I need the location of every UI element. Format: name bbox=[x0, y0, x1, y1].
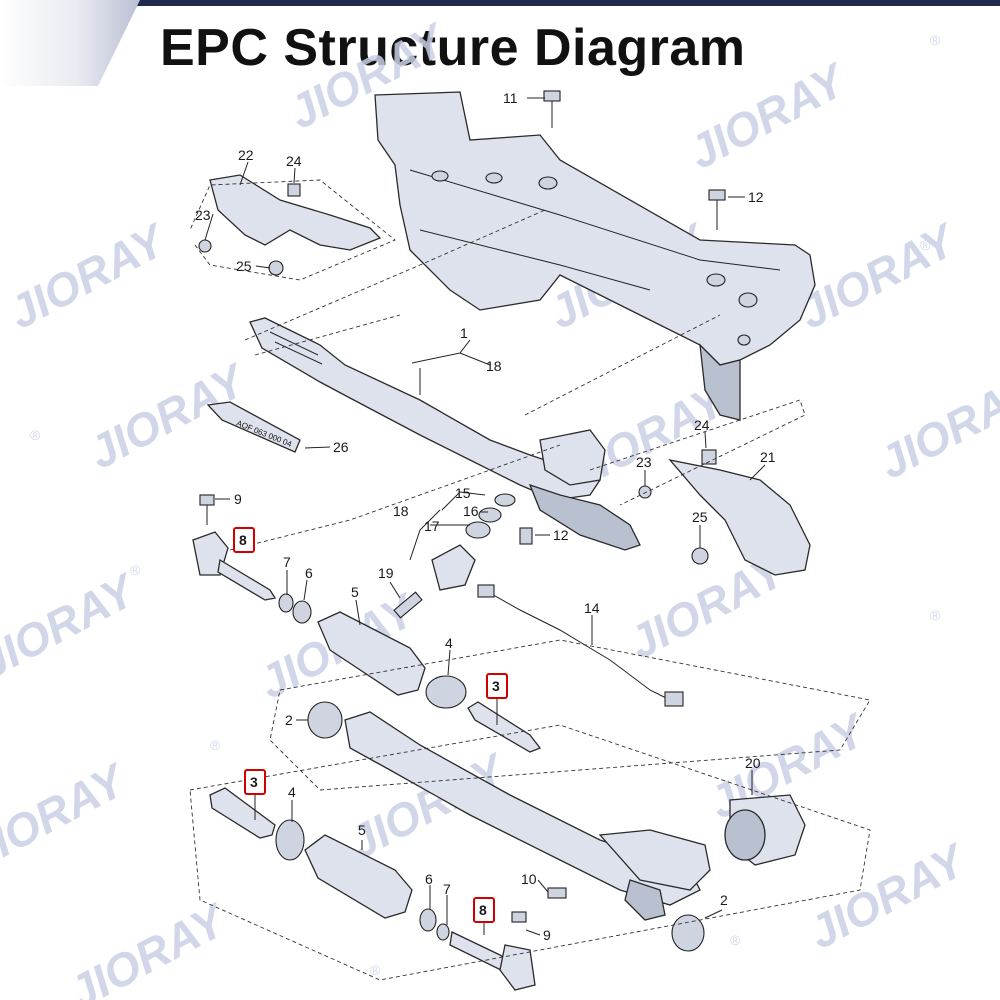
callout-18[interactable]: 18 bbox=[486, 358, 502, 374]
bolt-12-mid bbox=[519, 527, 533, 545]
registered-mark: ® bbox=[730, 932, 741, 948]
callout-leaders bbox=[204, 97, 766, 936]
steering-rack-upper bbox=[249, 317, 641, 551]
watermark-text: JIORAY bbox=[60, 892, 236, 1000]
highlighted-callout-8-lower[interactable]: 8 bbox=[473, 897, 495, 923]
callout-7[interactable]: 7 bbox=[443, 881, 451, 897]
registered-mark: ® bbox=[210, 737, 221, 753]
callout-22[interactable]: 22 bbox=[238, 147, 254, 163]
callout-6[interactable]: 6 bbox=[425, 871, 433, 887]
callout-20[interactable]: 20 bbox=[745, 755, 761, 771]
callout-19[interactable]: 19 bbox=[378, 565, 394, 581]
boot-5-lower bbox=[304, 834, 413, 919]
clamp-6-7-lower bbox=[419, 908, 450, 941]
bolt-11 bbox=[543, 90, 561, 128]
heat-shield-22 bbox=[198, 174, 382, 276]
callout-12[interactable]: 12 bbox=[553, 527, 569, 543]
callout-14[interactable]: 14 bbox=[584, 600, 600, 616]
inner-tie-rod-3-lower bbox=[209, 787, 276, 839]
callout-23[interactable]: 23 bbox=[195, 207, 211, 223]
callout-4[interactable]: 4 bbox=[288, 784, 296, 800]
inner-tie-rod-3-mid bbox=[467, 701, 542, 753]
callout-layer: 11 22 24 23 25 12 1 18 26 9 15 16 18 17 … bbox=[195, 90, 776, 943]
callout-8[interactable]: 8 bbox=[479, 902, 487, 918]
watermark-text: JIORAY bbox=[0, 562, 147, 689]
watermark-text: JIORAY bbox=[0, 752, 137, 879]
callout-26[interactable]: 26 bbox=[333, 439, 349, 455]
bolt-12-upper bbox=[708, 189, 726, 230]
watermark-text: JIORAY bbox=[680, 52, 856, 179]
callout-7[interactable]: 7 bbox=[283, 554, 291, 570]
callout-6[interactable]: 6 bbox=[305, 565, 313, 581]
boot-5-upper bbox=[317, 611, 426, 696]
callout-24[interactable]: 24 bbox=[286, 153, 302, 169]
watermark-text: JIORAY bbox=[0, 212, 176, 339]
registered-mark: ® bbox=[370, 962, 381, 978]
highlighted-callout-3-mid[interactable]: 3 bbox=[486, 673, 508, 699]
watermark-text: JIORAY bbox=[800, 832, 976, 959]
header-bar bbox=[0, 0, 1000, 6]
callout-16[interactable]: 16 bbox=[463, 503, 479, 519]
highlighted-callout-8-upper[interactable]: 8 bbox=[233, 527, 255, 553]
clamp-4-upper bbox=[425, 675, 467, 709]
highlighted-callout-3-lower[interactable]: 3 bbox=[244, 769, 266, 795]
callout-4[interactable]: 4 bbox=[445, 635, 453, 651]
watermark-text: JIORAY bbox=[790, 212, 966, 339]
callout-1[interactable]: 1 bbox=[460, 325, 468, 341]
callout-25[interactable]: 25 bbox=[236, 258, 252, 274]
callout-18[interactable]: 18 bbox=[393, 503, 409, 519]
cap-20 bbox=[724, 794, 806, 866]
registered-mark: ® bbox=[30, 427, 41, 443]
callout-23[interactable]: 23 bbox=[636, 454, 652, 470]
callout-25[interactable]: 25 bbox=[692, 509, 708, 525]
clamp-4-lower bbox=[275, 819, 305, 861]
callout-24[interactable]: 24 bbox=[694, 417, 710, 433]
clamp-6-7-upper bbox=[278, 593, 312, 624]
dashed-guides bbox=[189, 179, 871, 981]
page-title: EPC Structure Diagram bbox=[160, 19, 746, 77]
callout-8[interactable]: 8 bbox=[239, 532, 247, 548]
steering-rack-lower bbox=[344, 711, 711, 921]
callout-3[interactable]: 3 bbox=[250, 774, 258, 790]
heat-shield-21 bbox=[638, 449, 811, 576]
header: EPC Structure Diagram bbox=[0, 0, 1000, 86]
subframe bbox=[374, 91, 816, 421]
callout-3[interactable]: 3 bbox=[492, 678, 500, 694]
callout-10[interactable]: 10 bbox=[521, 871, 537, 887]
watermark-text: JIORAY bbox=[870, 362, 1000, 489]
callout-5[interactable]: 5 bbox=[351, 584, 359, 600]
callout-5[interactable]: 5 bbox=[358, 822, 366, 838]
callout-21[interactable]: 21 bbox=[760, 449, 776, 465]
callout-15[interactable]: 15 bbox=[455, 485, 471, 501]
callout-2[interactable]: 2 bbox=[285, 712, 293, 728]
highlighted-callout-layer: 8 3 3 8 bbox=[233, 527, 508, 923]
o-ring-2-left bbox=[307, 701, 343, 739]
sensor-19 bbox=[393, 544, 476, 619]
registered-mark: ® bbox=[130, 562, 141, 578]
registered-mark: ® bbox=[930, 607, 941, 623]
callout-11[interactable]: 11 bbox=[503, 90, 518, 106]
tie-rod-end-lower bbox=[449, 911, 536, 991]
callout-9[interactable]: 9 bbox=[234, 491, 242, 507]
callout-9[interactable]: 9 bbox=[543, 927, 551, 943]
registered-mark: ® bbox=[920, 237, 931, 253]
registered-mark: ® bbox=[930, 32, 941, 48]
callout-2[interactable]: 2 bbox=[720, 892, 728, 908]
grease-tube-26: AOF 063 000 04 bbox=[206, 401, 301, 453]
callout-17[interactable]: 17 bbox=[424, 518, 440, 534]
callout-12[interactable]: 12 bbox=[748, 189, 764, 205]
tie-rod-end-upper bbox=[192, 494, 277, 601]
